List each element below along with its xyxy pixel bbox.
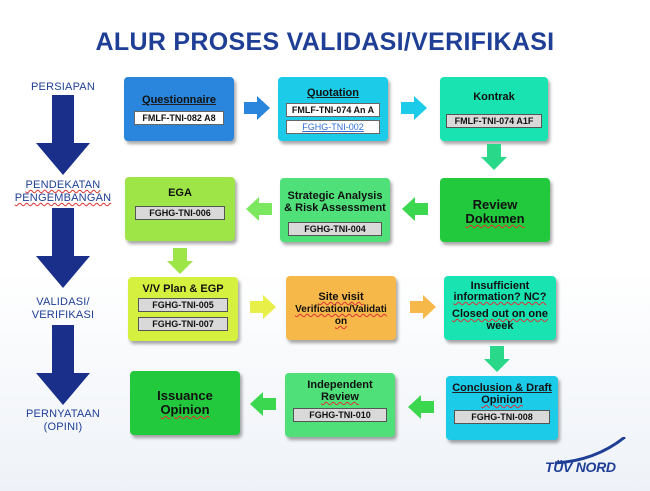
arrow-right-icon — [410, 295, 436, 319]
step-questionnaire: Questionnaire FMLF-TNI-082 A8 — [124, 77, 234, 141]
step-strategic-analysis: Strategic Analysis & Risk Assessment FGH… — [280, 178, 390, 242]
phase-validasi-line2: VERIFIKASI — [31, 309, 95, 321]
tuv-nord-arc-icon — [554, 437, 626, 465]
phase-persiapan: PERSIAPAN — [18, 81, 108, 94]
step-sitevisit-title3: on — [334, 316, 348, 327]
step-insufficient-info: Insufficient information? NC? Closed out… — [444, 276, 556, 340]
page-title: ALUR PROSES VALIDASI/VERIFIKASI — [95, 28, 555, 56]
step-insufficient-title3: Closed out on one — [452, 308, 548, 320]
step-strategic-title2: & Risk Assessment — [284, 202, 386, 214]
step-quotation: Quotation FMLF-TNI-074 An A FGHG-TNI-002 — [278, 77, 388, 141]
step-ega-title: EGA — [168, 187, 192, 199]
step-independent-code: FGHG-TNI-010 — [293, 408, 387, 422]
arrow-down-icon — [481, 144, 507, 170]
step-review-title1: Review — [472, 197, 518, 212]
step-vvplan-code2: FGHG-TNI-007 — [138, 317, 228, 331]
arrow-left-icon — [246, 197, 272, 221]
step-insufficient-title4: week — [486, 320, 514, 332]
step-review-title2: Dokumen — [465, 211, 525, 226]
step-review-dokumen: Review Dokumen — [440, 178, 550, 242]
phase-pernyataan-line1: PERNYATAAN — [25, 408, 101, 420]
step-kontrak-title: Kontrak — [473, 91, 515, 103]
phase-pendekatan: PENDEKATAN PENGEMBANGAN — [8, 179, 118, 205]
logo-text: TÜV NORD — [545, 459, 616, 475]
step-independent-title2: Review — [321, 391, 359, 403]
step-ega-code: FGHG-TNI-006 — [135, 206, 225, 220]
step-insufficient-title1: Insufficient — [470, 280, 530, 292]
step-conclusion-code: FGHG-TNI-008 — [454, 410, 550, 424]
step-conclusion-title2: Opinion — [481, 394, 523, 406]
step-vvplan-title: V/V Plan & EGP — [142, 283, 224, 295]
step-sitevisit-title2: Verification/Validati — [295, 304, 387, 315]
phase-pernyataan: PERNYATAAN (OPINI) — [18, 408, 108, 434]
arrow-right-icon — [244, 96, 270, 120]
phase-validasi: VALIDASI/ VERIFIKASI — [18, 296, 108, 322]
step-questionnaire-code: FMLF-TNI-082 A8 — [134, 111, 224, 125]
step-site-visit: Site visit Verification/Validati on — [286, 276, 396, 340]
arrow-left-icon — [250, 392, 276, 416]
step-strategic-title1: Strategic Analysis — [287, 190, 383, 202]
step-kontrak: Kontrak FMLF-TNI-074 A1F — [440, 77, 548, 141]
arrow-down-icon — [484, 346, 510, 372]
step-strategic-code: FGHG-TNI-004 — [288, 222, 382, 236]
arrow-down-icon — [167, 248, 193, 274]
phase-pernyataan-line2: (OPINI) — [43, 421, 83, 433]
step-independent-title1: Independent — [307, 379, 373, 391]
arrow-left-icon — [408, 395, 434, 419]
phase-pendekatan-line1: PENDEKATAN — [25, 179, 101, 191]
phase-arrow-down-icon — [36, 95, 90, 175]
phase-persiapan-label: PERSIAPAN — [31, 81, 95, 93]
step-conclusion: Conclusion & Draft Opinion FGHG-TNI-008 — [446, 376, 558, 440]
step-conclusion-title1: Conclusion & Draft — [452, 382, 552, 394]
phase-validasi-line1: VALIDASI/ — [36, 296, 90, 308]
step-quotation-title: Quotation — [307, 87, 359, 99]
step-independent-review: Independent Review FGHG-TNI-010 — [285, 373, 395, 437]
step-questionnaire-title: Questionnaire — [142, 94, 216, 106]
step-ega: EGA FGHG-TNI-006 — [125, 177, 235, 241]
arrow-right-icon — [401, 96, 427, 120]
phase-arrow-down-icon — [36, 208, 90, 288]
step-kontrak-code: FMLF-TNI-074 A1F — [446, 114, 542, 128]
step-insufficient-title2: information? NC? — [453, 291, 547, 303]
arrow-right-icon — [250, 295, 276, 319]
step-sitevisit-title1: Site visit — [318, 291, 364, 303]
step-issuance-title2: Opinion — [160, 402, 210, 417]
step-issuance-title1: Issuance — [157, 388, 213, 403]
phase-arrow-down-icon — [36, 325, 90, 405]
step-quotation-code2-link[interactable]: FGHG-TNI-002 — [286, 120, 380, 134]
step-issuance-opinion: Issuance Opinion — [130, 371, 240, 435]
phase-pendekatan-line2: PENGEMBANGAN — [14, 192, 112, 204]
step-quotation-code1: FMLF-TNI-074 An A — [286, 103, 380, 117]
arrow-left-icon — [402, 197, 428, 221]
step-vvplan-code1: FGHG-TNI-005 — [138, 298, 228, 312]
step-vv-plan: V/V Plan & EGP FGHG-TNI-005 FGHG-TNI-007 — [128, 277, 238, 341]
